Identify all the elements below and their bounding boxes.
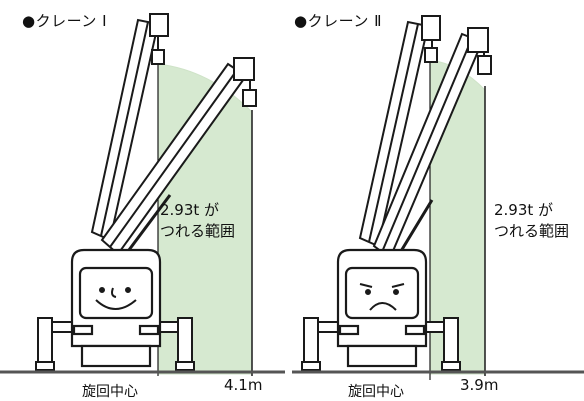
cab-1 bbox=[70, 248, 162, 368]
boom-raised-2 bbox=[358, 15, 441, 248]
panel-2-center-label: 旋回中心 bbox=[348, 384, 404, 400]
panel-1-radius-label: 4.1m bbox=[224, 376, 263, 394]
outriggers-1 bbox=[35, 317, 195, 371]
panel-2-radius-label: 3.9m bbox=[460, 376, 499, 394]
panel-1-center-label: 旋回中心 bbox=[82, 384, 138, 400]
panel-2-title: ●クレーン Ⅱ bbox=[294, 12, 382, 30]
boom-raised-1 bbox=[90, 13, 169, 242]
operator-face-frowning bbox=[359, 283, 405, 311]
panel-1-capacity-line2: つれる範囲 bbox=[160, 222, 236, 240]
panel-1-title: ●クレーン Ⅰ bbox=[22, 12, 108, 30]
crane-1 bbox=[0, 13, 285, 376]
cab-2 bbox=[336, 248, 428, 368]
panel-2-capacity-line2: つれる範囲 bbox=[494, 222, 570, 240]
outriggers-2 bbox=[301, 317, 461, 371]
crane-2 bbox=[292, 15, 584, 380]
boom-lowered-1 bbox=[100, 57, 257, 256]
panel-2-capacity-line1: 2.93t が bbox=[494, 201, 554, 219]
operator-face-smiling bbox=[95, 287, 137, 310]
panel-1-capacity-line1: 2.93t が bbox=[160, 201, 220, 219]
boom-lowered-2 bbox=[372, 27, 492, 260]
